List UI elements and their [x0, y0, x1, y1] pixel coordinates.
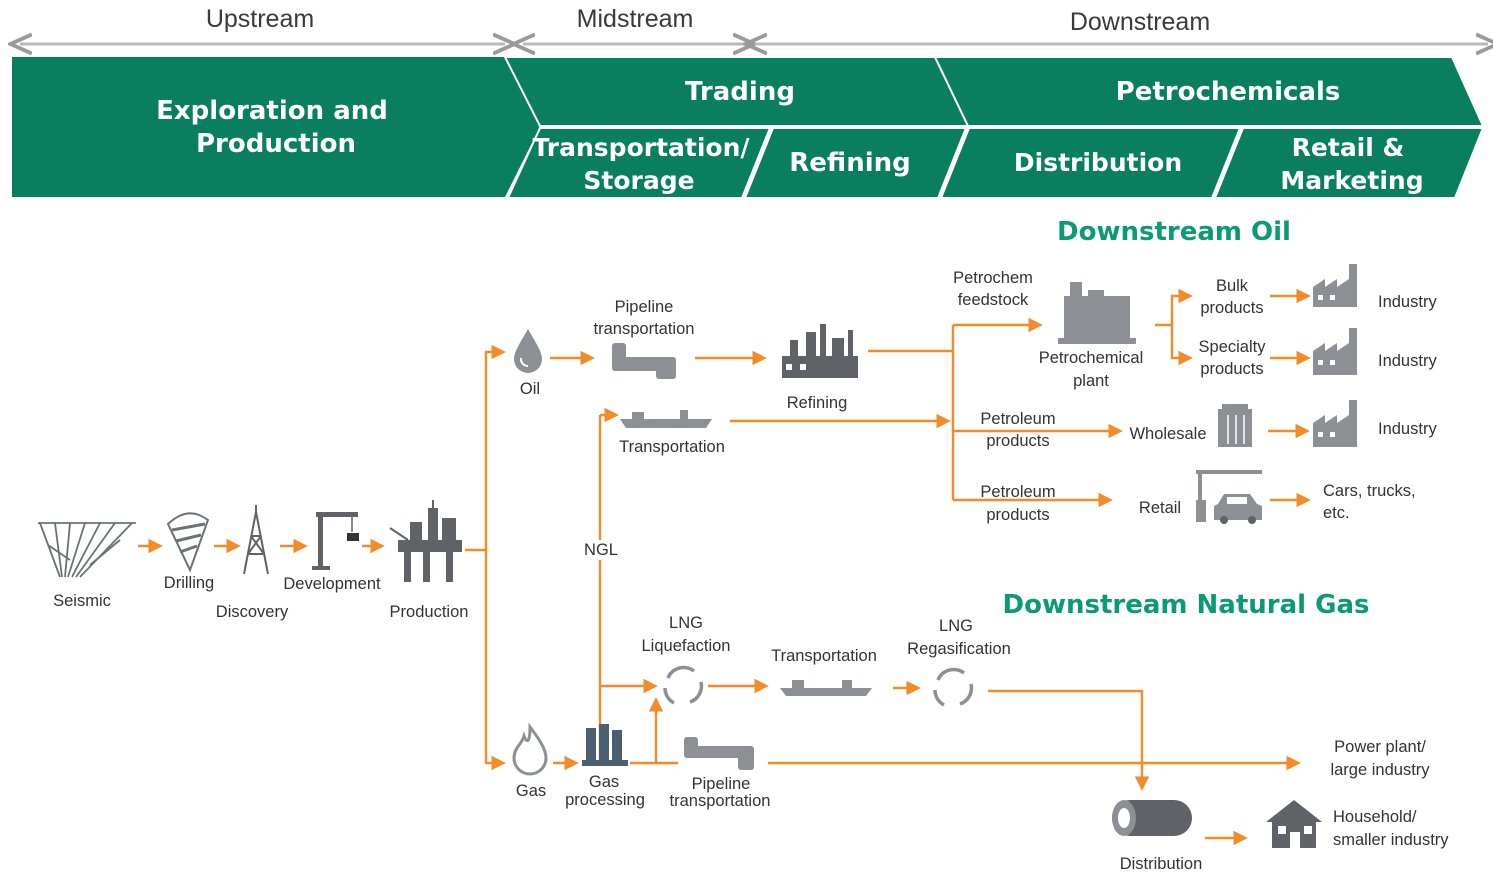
discovery-label: Discovery: [216, 603, 289, 621]
industry-label: Industry: [1378, 420, 1437, 438]
flow-labels: Seismic Drilling Discovery Development P…: [53, 269, 1449, 872]
drilling-label: Drilling: [164, 574, 214, 592]
stage-header: Upstream Midstream Downstream: [20, 5, 1488, 44]
band-exploration: [12, 57, 540, 197]
downstream-label: Downstream: [1070, 8, 1210, 36]
gas-pipeline-line1: Pipeline: [692, 775, 751, 793]
gas-processing-line2: processing: [565, 791, 645, 809]
industry-label: Industry: [1378, 352, 1437, 370]
value-chain-bands: Exploration and Production Trading Petro…: [12, 56, 1485, 199]
ngl-label: NGL: [584, 541, 618, 559]
factory-icon: [1313, 400, 1357, 447]
band-refining: [743, 127, 968, 199]
downstream-oil-title: Downstream Oil: [1057, 217, 1291, 247]
petrochem-feedstock-line1: Petrochem: [953, 269, 1033, 287]
specialty-products-line2: products: [1200, 360, 1263, 378]
band-exploration-line2: Production: [196, 129, 356, 159]
band-exploration-line1: Exploration and: [156, 96, 388, 126]
crane-icon: [312, 512, 359, 570]
drilling-icon: [166, 512, 210, 573]
flow-arrows: [138, 288, 1311, 846]
gas-label: Gas: [516, 782, 546, 800]
lng-liquefaction-line1: LNG: [669, 614, 703, 632]
petrochemical-plant-line2: plant: [1073, 372, 1109, 390]
distribution-pipe-icon: [1112, 800, 1192, 836]
factory-icon: [1313, 328, 1357, 375]
cycle-icon: [663, 665, 704, 705]
band-retail-line2: Marketing: [1280, 166, 1423, 195]
refining-label: Refining: [787, 394, 848, 412]
pipeline-icon: [684, 737, 754, 770]
upstream-label: Upstream: [206, 5, 314, 33]
lng-regasification-line2: Regasification: [907, 640, 1011, 658]
gas-station-icon: [1196, 470, 1262, 524]
gas-processing-line1: Gas: [589, 773, 619, 791]
specialty-products-line1: Specialty: [1199, 338, 1267, 356]
development-label: Development: [283, 575, 381, 593]
band-retail-line1: Retail &: [1292, 133, 1405, 162]
midstream-label: Midstream: [577, 5, 694, 33]
petroleum-products-line2: products: [986, 506, 1049, 524]
gas-pipeline-line2: transportation: [670, 792, 771, 810]
household-line1: Household/: [1333, 808, 1417, 826]
derrick-icon: [243, 505, 269, 575]
power-plant-line1: Power plant/: [1334, 738, 1426, 756]
pipeline-label-line1: Pipeline: [615, 298, 674, 316]
band-petrochemicals-label: Petrochemicals: [1116, 77, 1341, 107]
band-transport-line1: Transportation/: [532, 133, 750, 162]
band-transportation-storage: [506, 127, 772, 199]
petrochemical-plant-line1: Petrochemical: [1039, 349, 1144, 367]
petroleum-products-line1: Petroleum: [980, 410, 1055, 428]
power-plant-line2: large industry: [1330, 761, 1430, 779]
lng-regasification-line1: LNG: [939, 617, 973, 635]
petroleum-products-line2: products: [986, 432, 1049, 450]
transportation-label: Transportation: [619, 438, 725, 456]
tanker-ship-icon: [620, 410, 712, 428]
pipeline-icon: [612, 343, 676, 379]
factory-icon: [1313, 264, 1357, 307]
band-refining-label: Refining: [789, 148, 910, 178]
distribution-label: Distribution: [1120, 855, 1203, 872]
household-line2: smaller industry: [1333, 831, 1449, 849]
downstream-gas-title: Downstream Natural Gas: [1003, 590, 1370, 620]
band-distribution-label: Distribution: [1014, 148, 1182, 177]
storage-tank-icon: [1218, 404, 1252, 447]
refinery-icon: [782, 324, 858, 378]
bulk-products-line1: Bulk: [1216, 277, 1249, 295]
seismic-icon: [38, 522, 136, 578]
production-label: Production: [390, 603, 469, 621]
wholesale-label: Wholesale: [1129, 425, 1206, 443]
pipeline-label-line2: transportation: [594, 320, 695, 338]
band-transport-line2: Storage: [583, 166, 694, 195]
band-trading-label: Trading: [685, 77, 795, 107]
seismic-label: Seismic: [53, 592, 111, 610]
band-distribution: [939, 127, 1242, 199]
house-icon: [1266, 800, 1322, 848]
band-petrochemicals: [933, 56, 1485, 127]
gas-flame-icon: [512, 722, 548, 776]
cars-trucks-line2: etc.: [1323, 504, 1350, 522]
offshore-platform-icon: [389, 500, 462, 582]
tanker-ship-icon: [780, 680, 872, 696]
petrochem-feedstock-line2: feedstock: [958, 291, 1029, 309]
oil-drop-icon: [514, 329, 542, 373]
petrochemical-plant-icon: [1058, 282, 1136, 344]
retail-label: Retail: [1139, 499, 1181, 517]
petroleum-products-line1: Petroleum: [980, 483, 1055, 501]
lng-liquefaction-line2: Liquefaction: [642, 637, 731, 655]
bulk-products-line2: products: [1200, 299, 1263, 317]
gas-transportation-label: Transportation: [771, 647, 877, 665]
oil-label: Oil: [520, 380, 540, 398]
band-retail-marketing: [1213, 127, 1485, 199]
gas-processing-icon: [582, 724, 628, 766]
cars-trucks-line1: Cars, trucks,: [1323, 482, 1416, 500]
cycle-icon: [933, 667, 974, 707]
industry-label: Industry: [1378, 293, 1437, 311]
